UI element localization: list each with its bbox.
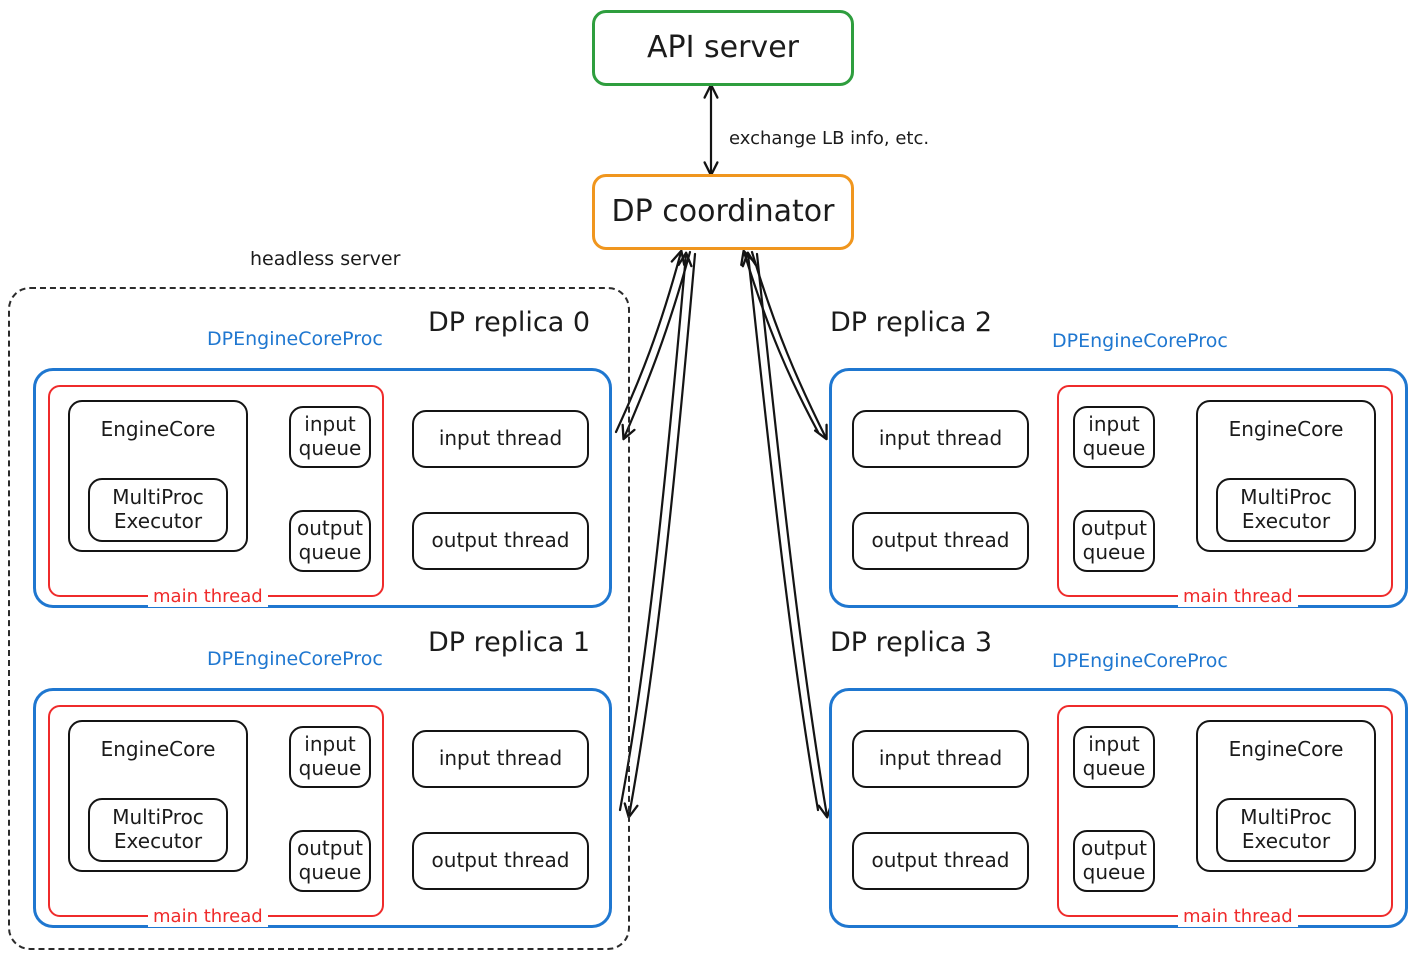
dp-replica-0-input-queue[interactable]: input queue [289,406,371,468]
dp-replica-3-main-thread-label: main thread [1178,906,1298,927]
dp-replica-1-proc-tag: DPEngineCoreProc [207,648,383,670]
exchange-lb-info-label: exchange LB info, etc. [729,128,930,149]
dp-coordinator-node[interactable]: DP coordinator [592,174,854,250]
api-server-node[interactable]: API server [592,10,854,86]
dp-replica-1-output-queue[interactable]: output queue [289,830,371,892]
dp-replica-0-main-thread-label: main thread [148,586,268,607]
dp-replica-2-multiproc-executor[interactable]: MultiProc Executor [1216,478,1356,542]
dp-replica-1-input-thread[interactable]: input thread [412,730,589,788]
dp-replica-2-output-thread[interactable]: output thread [852,512,1029,570]
dp-replica-1-main-thread-label: main thread [148,906,268,927]
headless-server-boundary [8,287,630,950]
dp-replica-0-output-queue[interactable]: output queue [289,510,371,572]
dp-replica-0-proc-tag: DPEngineCoreProc [207,328,383,350]
dp-replica-2-input-thread[interactable]: input thread [852,410,1029,468]
dp-replica-0-output-thread[interactable]: output thread [412,512,589,570]
dp-replica-3-proc-tag: DPEngineCoreProc [1052,650,1228,672]
headless-server-label: headless server [250,248,401,270]
dp-replica-1-multiproc-executor[interactable]: MultiProc Executor [88,798,228,862]
dp-replica-3-output-thread[interactable]: output thread [852,832,1029,890]
dp-replica-0-title: DP replica 0 [428,307,591,338]
dp-replica-3-multiproc-executor[interactable]: MultiProc Executor [1216,798,1356,862]
dp-replica-2-output-queue[interactable]: output queue [1073,510,1155,572]
dp-replica-1-input-queue[interactable]: input queue [289,726,371,788]
dp-replica-2-input-queue[interactable]: input queue [1073,406,1155,468]
dp-replica-2-main-thread-label: main thread [1178,586,1298,607]
dp-replica-0-input-thread[interactable]: input thread [412,410,589,468]
dp-replica-2-proc-tag: DPEngineCoreProc [1052,330,1228,352]
dp-replica-1-title: DP replica 1 [428,627,591,658]
dp-replica-1-output-thread[interactable]: output thread [412,832,589,890]
dp-replica-3-input-queue[interactable]: input queue [1073,726,1155,788]
dp-replica-3-input-thread[interactable]: input thread [852,730,1029,788]
dp-replica-0-multiproc-executor[interactable]: MultiProc Executor [88,478,228,542]
dp-replica-2-title: DP replica 2 [830,307,993,338]
dp-replica-3-output-queue[interactable]: output queue [1073,830,1155,892]
dp-replica-3-title: DP replica 3 [830,627,993,658]
